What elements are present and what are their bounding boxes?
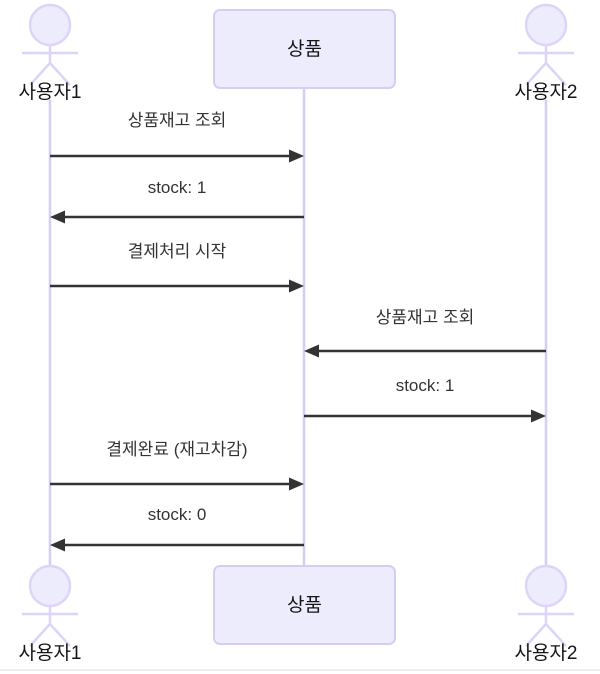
participant-box-rect bbox=[213, 9, 396, 89]
message-arrowhead-left-icon bbox=[50, 538, 65, 552]
actor-leg-right-icon bbox=[545, 62, 567, 86]
message-arrowhead-right-icon bbox=[289, 477, 304, 491]
actor-user2-bottom[interactable]: 사용자2 bbox=[514, 564, 578, 664]
lifelines-group bbox=[48, 88, 548, 566]
actor-label-user1-top: 사용자1 bbox=[18, 81, 81, 103]
participant-product-top[interactable]: 상품 bbox=[213, 9, 396, 89]
message-3[interactable]: 결제처리 시작 bbox=[50, 242, 304, 293]
actor-leg-left-icon bbox=[525, 62, 547, 86]
participant-product-bottom[interactable]: 상품 bbox=[213, 565, 396, 645]
message-arrowhead-left-icon bbox=[50, 210, 65, 224]
actor-user2-top[interactable]: 사용자2 bbox=[514, 3, 578, 103]
message-label-7: stock: 0 bbox=[148, 505, 207, 524]
actor-user1-bottom[interactable]: 사용자1 bbox=[18, 564, 82, 664]
message-label-5: stock: 1 bbox=[396, 376, 455, 395]
message-arrowhead-right-icon bbox=[531, 409, 546, 423]
message-label-2: stock: 1 bbox=[148, 178, 207, 197]
message-5[interactable]: stock: 1 bbox=[304, 376, 546, 423]
actor-leg-right-icon bbox=[49, 62, 71, 86]
actor-user1-top[interactable]: 사용자1 bbox=[18, 3, 82, 103]
message-arrowhead-left-icon bbox=[304, 344, 319, 358]
actor-head-icon bbox=[28, 3, 72, 47]
actor-label-user2-bottom: 사용자2 bbox=[514, 642, 577, 664]
message-label-6: 결제완료 (재고차감) bbox=[106, 440, 247, 459]
participant-label-product-bottom: 상품 bbox=[287, 594, 322, 616]
actor-head-icon bbox=[524, 3, 568, 47]
message-arrowhead-right-icon bbox=[289, 279, 304, 293]
message-1[interactable]: 상품재고 조회 bbox=[50, 111, 304, 163]
actor-label-user1-bottom: 사용자1 bbox=[18, 642, 81, 664]
message-label-1: 상품재고 조회 bbox=[128, 111, 227, 130]
actor-leg-right-icon bbox=[545, 623, 567, 647]
message-label-4: 상품재고 조회 bbox=[376, 308, 475, 327]
message-7[interactable]: stock: 0 bbox=[50, 505, 304, 552]
message-2[interactable]: stock: 1 bbox=[50, 178, 304, 224]
actor-label-user2-top: 사용자2 bbox=[514, 81, 577, 103]
actor-leg-left-icon bbox=[525, 623, 547, 647]
participant-label-product-top: 상품 bbox=[287, 38, 322, 60]
actor-leg-right-icon bbox=[49, 623, 71, 647]
actor-head-icon bbox=[28, 564, 72, 608]
message-arrowhead-right-icon bbox=[289, 149, 304, 163]
actor-leg-left-icon bbox=[29, 62, 51, 86]
actor-leg-left-icon bbox=[29, 623, 51, 647]
participant-box-rect bbox=[213, 565, 396, 645]
message-label-3: 결제처리 시작 bbox=[128, 242, 227, 261]
message-6[interactable]: 결제완료 (재고차감) bbox=[50, 440, 304, 491]
actor-head-icon bbox=[524, 564, 568, 608]
message-4[interactable]: 상품재고 조회 bbox=[304, 308, 546, 358]
